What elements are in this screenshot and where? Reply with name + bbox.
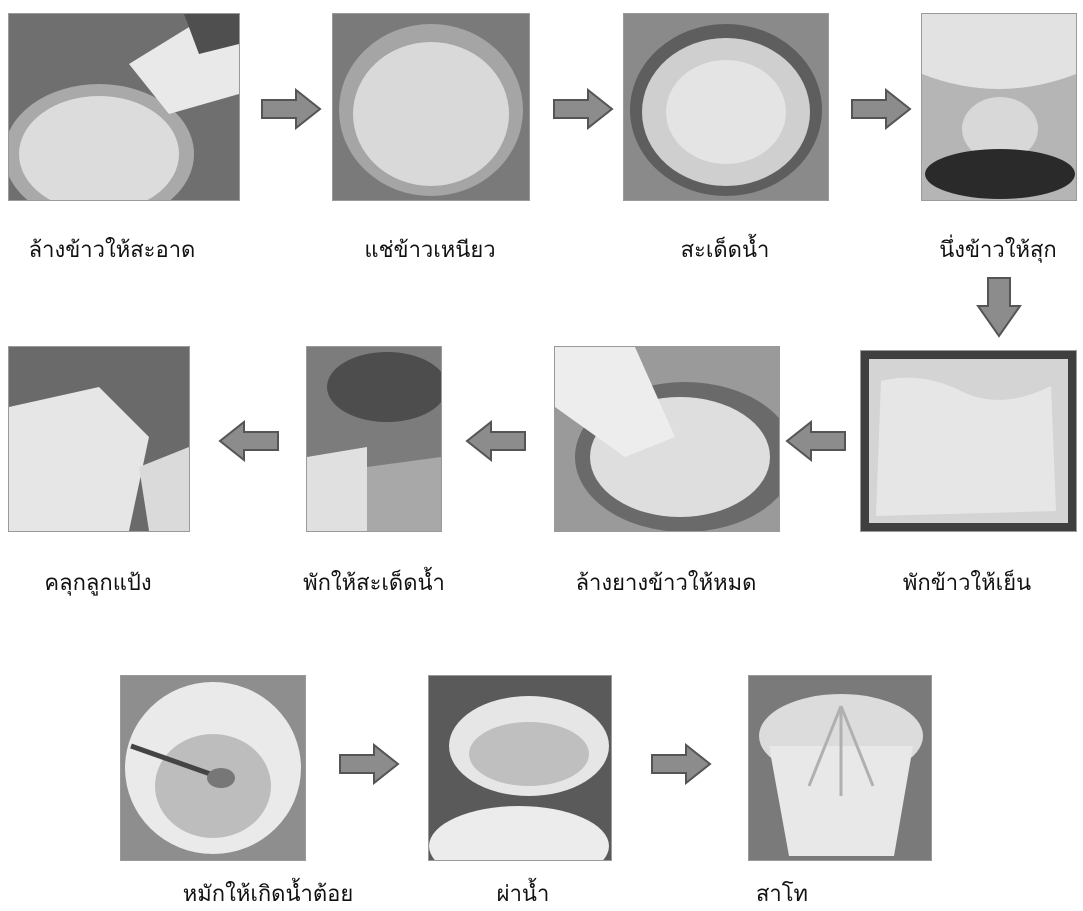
rinsing-sap-photo [554,346,780,532]
adding-water-photo [428,675,612,861]
arrow-right-1 [260,88,322,130]
arrow-right-5 [650,743,712,785]
step-label-1: ล้างข้าวให้สะอาด [29,232,196,267]
soaking-rice-photo [332,13,530,201]
step-label-4: นึ่งข้าวให้สุก [939,232,1057,267]
step-label-6: ล้างยางข้าวให้หมด [576,565,757,600]
step-label-2: แช่ข้าวเหนียว [364,232,495,267]
step-label-3: สะเด็ดน้ำ [681,232,770,267]
step-label-7: พักให้สะเด็ดน้ำ [303,565,445,600]
arrow-down-1 [976,276,1022,338]
mixing-yeast-photo [8,346,190,532]
sato-wine-photo [748,675,932,861]
fermenting-photo [120,675,306,861]
cooling-rice-photo [860,350,1077,532]
arrow-left-3 [785,420,847,462]
arrow-right-2 [552,88,614,130]
arrow-right-4 [338,743,400,785]
step-label-8: คลุกลูกแป้ง [44,565,151,600]
steaming-rice-photo [921,13,1077,201]
washing-rice-photo [8,13,240,201]
arrow-left-2 [465,420,527,462]
draining-rice-photo [623,13,829,201]
resting-drain-photo [306,346,442,532]
step-label-5: พักข้าวให้เย็น [903,565,1031,600]
arrow-right-3 [850,88,912,130]
arrow-left-1 [218,420,280,462]
